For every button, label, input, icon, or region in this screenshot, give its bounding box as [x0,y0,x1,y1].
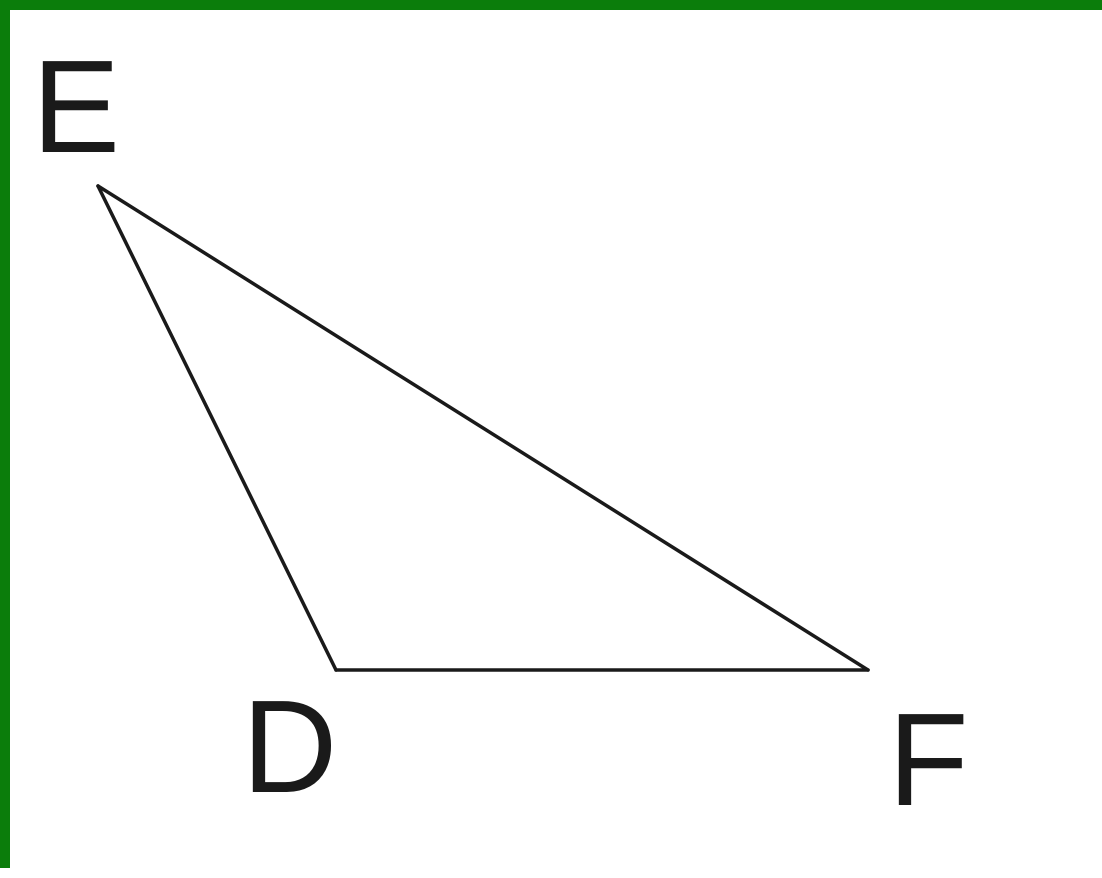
vertex-label-f: F [888,686,969,833]
edge-f-e [96,184,870,672]
edge-e-d [96,184,338,672]
triangle-diagram: E D F [32,33,969,833]
vertex-label-d: D [242,673,337,820]
vertex-label-e: E [32,33,120,180]
